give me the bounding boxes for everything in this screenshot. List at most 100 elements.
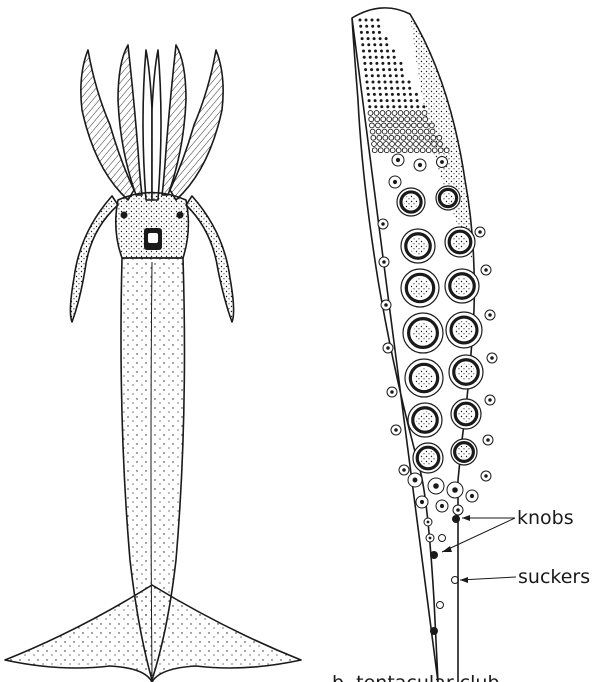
tip-sucker (375, 56, 378, 59)
marginal-sucker-center (440, 160, 444, 164)
tip-sucker (370, 68, 373, 71)
tip-sucker (369, 56, 372, 59)
tip-sucker (381, 117, 386, 122)
tip-sucker (390, 87, 393, 90)
tip-sucker (373, 37, 376, 40)
tip-sucker (416, 105, 419, 108)
tip-sucker (387, 62, 390, 65)
tip-sucker (392, 105, 395, 108)
tip-sucker (393, 117, 398, 122)
knobs-label: knobs (517, 507, 574, 529)
tip-sucker (392, 50, 395, 53)
large-sucker-center (458, 446, 471, 459)
large-sucker-center (458, 364, 475, 381)
tip-sucker (381, 56, 384, 59)
tip-sucker (359, 25, 362, 28)
tip-sucker (444, 148, 449, 153)
carpal-sucker (439, 535, 446, 542)
tip-sucker (384, 142, 389, 147)
carpal-sucker (437, 602, 444, 609)
tip-sucker (366, 31, 369, 34)
marginal-sucker-center (490, 356, 494, 360)
marginal-sucker-center (488, 313, 492, 317)
tip-sucker (382, 129, 387, 134)
tip-sucker (422, 111, 427, 116)
tip-sucker (376, 68, 379, 71)
tip-sucker (398, 111, 403, 116)
tip-sucker (404, 105, 407, 108)
tip-sucker (416, 111, 421, 116)
marginal-sucker-center (470, 494, 474, 498)
tip-sucker (396, 81, 399, 84)
tentacular-club: knobs suckers (352, 8, 590, 682)
tip-sucker (389, 74, 392, 77)
suckers-label: suckers (518, 566, 590, 588)
marginal-sucker-center (418, 163, 422, 167)
tip-sucker (402, 81, 405, 84)
tip-sucker (390, 81, 393, 84)
tip-sucker (379, 93, 382, 96)
tip-sucker (393, 62, 396, 65)
tip-sucker (359, 19, 362, 22)
tip-sucker (396, 87, 399, 90)
tip-sucker (388, 129, 393, 134)
tip-sucker (377, 19, 380, 22)
tip-sucker (406, 129, 411, 134)
tip-sucker (361, 37, 364, 40)
left-tentacle (70, 196, 118, 322)
marginal-sucker-center (456, 508, 460, 512)
tip-sucker (374, 111, 379, 116)
marginal-sucker-center (452, 487, 458, 493)
tip-sucker (373, 93, 376, 96)
tip-sucker (393, 56, 396, 59)
tip-sucker (406, 123, 411, 128)
tip-sucker (410, 111, 415, 116)
marginal-sucker-center (390, 390, 394, 394)
tip-sucker (399, 62, 402, 65)
tip-sucker (400, 129, 405, 134)
large-sucker-center (415, 369, 434, 388)
tip-sucker (372, 142, 377, 147)
tip-sucker (410, 105, 413, 108)
tip-sucker (384, 87, 387, 90)
tip-sucker (396, 148, 401, 153)
tip-sucker (402, 148, 407, 153)
marginal-sucker-center (420, 500, 424, 504)
tip-sucker (380, 99, 383, 102)
tip-sucker (366, 81, 369, 84)
tip-sucker (366, 87, 369, 90)
carpal-knob (452, 515, 460, 523)
tip-sucker (385, 37, 388, 40)
large-sucker-center (454, 278, 471, 295)
tip-sucker (369, 117, 374, 122)
tip-sucker (376, 123, 381, 128)
tip-sucker (395, 135, 400, 140)
tip-sucker (415, 93, 418, 96)
marginal-sucker-center (478, 230, 482, 234)
tip-sucker (400, 68, 403, 71)
marginal-sucker-center (484, 474, 488, 478)
tip-sucker (431, 135, 436, 140)
tip-sucker (408, 87, 411, 90)
tip-sucker (424, 129, 429, 134)
tip-sucker (387, 117, 392, 122)
large-sucker-center (455, 321, 473, 339)
marginal-sucker-center (402, 468, 406, 472)
tip-sucker (426, 142, 431, 147)
tip-sucker (392, 111, 397, 116)
tip-sucker (372, 87, 375, 90)
tip-sucker (368, 50, 371, 53)
large-sucker-center (442, 192, 454, 204)
marginal-sucker-center (488, 398, 492, 402)
tip-sucker (371, 19, 374, 22)
tip-sucker (368, 105, 371, 108)
marginal-sucker-center (429, 537, 432, 540)
tip-sucker (388, 123, 393, 128)
tip-sucker (385, 43, 388, 46)
tip-sucker (438, 148, 443, 153)
tip-sucker (373, 43, 376, 46)
carpal-knob (430, 551, 438, 559)
tip-sucker (384, 81, 387, 84)
tip-sucker (405, 117, 410, 122)
tip-sucker (396, 142, 401, 147)
